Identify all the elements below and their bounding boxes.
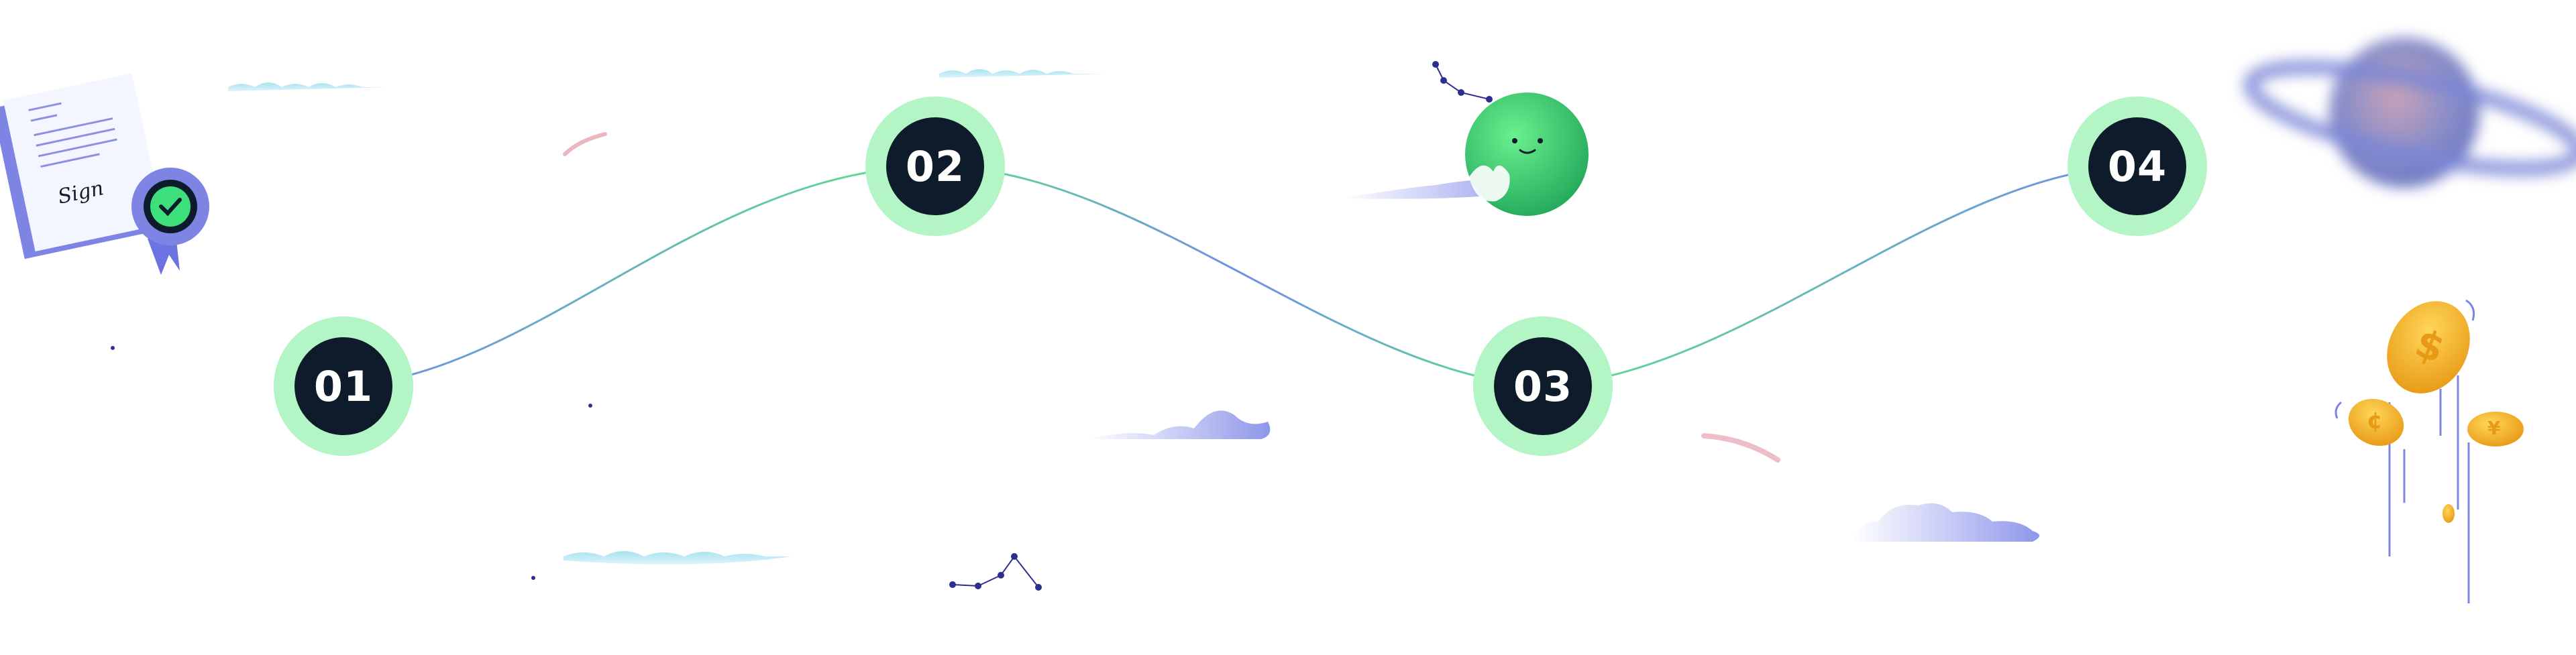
star-dot	[531, 576, 535, 580]
wave-cloud	[564, 551, 792, 564]
smiley-mascot	[1465, 93, 1589, 216]
step-number: 01	[294, 337, 392, 435]
wave-cloud	[939, 69, 1107, 78]
blue-cloud	[1087, 410, 1271, 439]
step-number: 02	[886, 117, 984, 215]
step-marker-04: 04	[2068, 97, 2207, 236]
step-number: 03	[1494, 337, 1592, 435]
roadmap-connector-line	[343, 165, 2138, 388]
step-marker-02: 02	[865, 97, 1005, 236]
blue-cloud	[1851, 503, 2039, 542]
planet-illustration	[2243, 38, 2576, 188]
step-marker-03: 03	[1473, 316, 1613, 456]
step-marker-01: 01	[274, 316, 413, 456]
streak	[1701, 433, 1780, 463]
coin-symbol: ¢	[2367, 408, 2383, 434]
falling-coins	[2334, 299, 2524, 603]
constellation	[1432, 61, 1493, 103]
star-dot	[588, 404, 592, 408]
wave-cloud	[228, 82, 389, 91]
certificate-illustration	[0, 73, 209, 275]
constellation	[949, 553, 1042, 591]
streak	[563, 132, 607, 156]
coin-symbol: ¥	[2487, 417, 2501, 439]
star-dot	[111, 346, 115, 350]
step-number: 04	[2088, 117, 2186, 215]
